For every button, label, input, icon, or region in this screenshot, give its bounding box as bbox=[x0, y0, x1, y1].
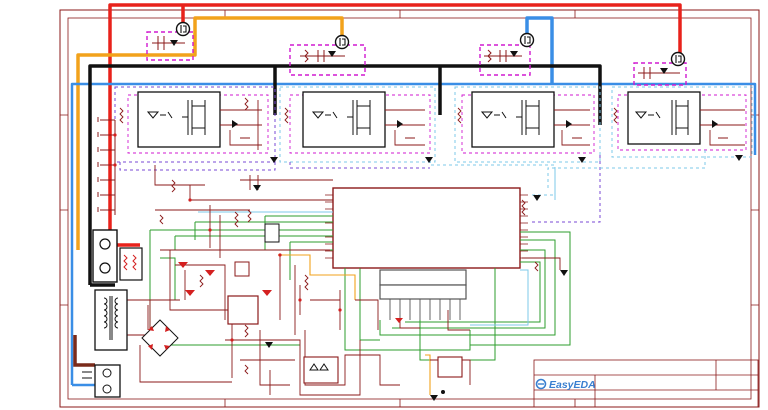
transformer-icon bbox=[94, 289, 128, 351]
diode-icons bbox=[178, 262, 403, 323]
high-side-cluster-2 bbox=[289, 34, 366, 76]
lower-ic-2 bbox=[437, 356, 463, 394]
junction-dots bbox=[113, 133, 342, 342]
signal-bus-dashed bbox=[119, 150, 706, 223]
driver-channel-3 bbox=[454, 86, 601, 163]
driver-channel-4 bbox=[611, 86, 753, 158]
ac-input-connector bbox=[82, 364, 121, 398]
terminal-connector-icon bbox=[92, 229, 143, 283]
mosfet-icon bbox=[670, 51, 686, 67]
optocoupler-icon bbox=[137, 91, 221, 148]
ground-icon bbox=[253, 155, 743, 401]
cyan-signal-traces bbox=[198, 170, 556, 326]
lower-ic-1 bbox=[303, 356, 339, 384]
power-rail-orange bbox=[76, 16, 344, 250]
mosfet-icon bbox=[334, 34, 350, 50]
driver-channel-2 bbox=[279, 86, 436, 163]
high-side-cluster-1 bbox=[146, 21, 194, 61]
analog-section-wiring bbox=[120, 165, 561, 396]
optocoupler-icon bbox=[302, 91, 386, 148]
power-rail-blue bbox=[70, 16, 757, 387]
regulator-ic bbox=[227, 223, 280, 325]
optocoupler-icon bbox=[471, 91, 555, 148]
easyeda-logo-text: EasyEDA bbox=[549, 379, 596, 391]
high-side-cluster-3 bbox=[479, 32, 535, 76]
optocoupler-icon bbox=[627, 91, 701, 145]
power-rail-black bbox=[88, 64, 602, 287]
driver-channel-1 bbox=[114, 86, 276, 163]
mosfet-icon bbox=[175, 21, 191, 37]
easyeda-logo-icon bbox=[535, 378, 547, 390]
high-side-cluster-4 bbox=[633, 51, 687, 86]
pin-header bbox=[379, 269, 467, 320]
orange-signal-trace bbox=[278, 254, 431, 395]
bridge-rectifier-icon bbox=[141, 319, 179, 357]
title-block bbox=[533, 359, 759, 408]
mosfet-icon bbox=[519, 32, 535, 48]
green-signal-traces bbox=[149, 215, 571, 361]
input-resistor-ladder bbox=[97, 117, 116, 215]
mcu-chip bbox=[325, 187, 528, 269]
power-rail-brown bbox=[73, 335, 95, 367]
